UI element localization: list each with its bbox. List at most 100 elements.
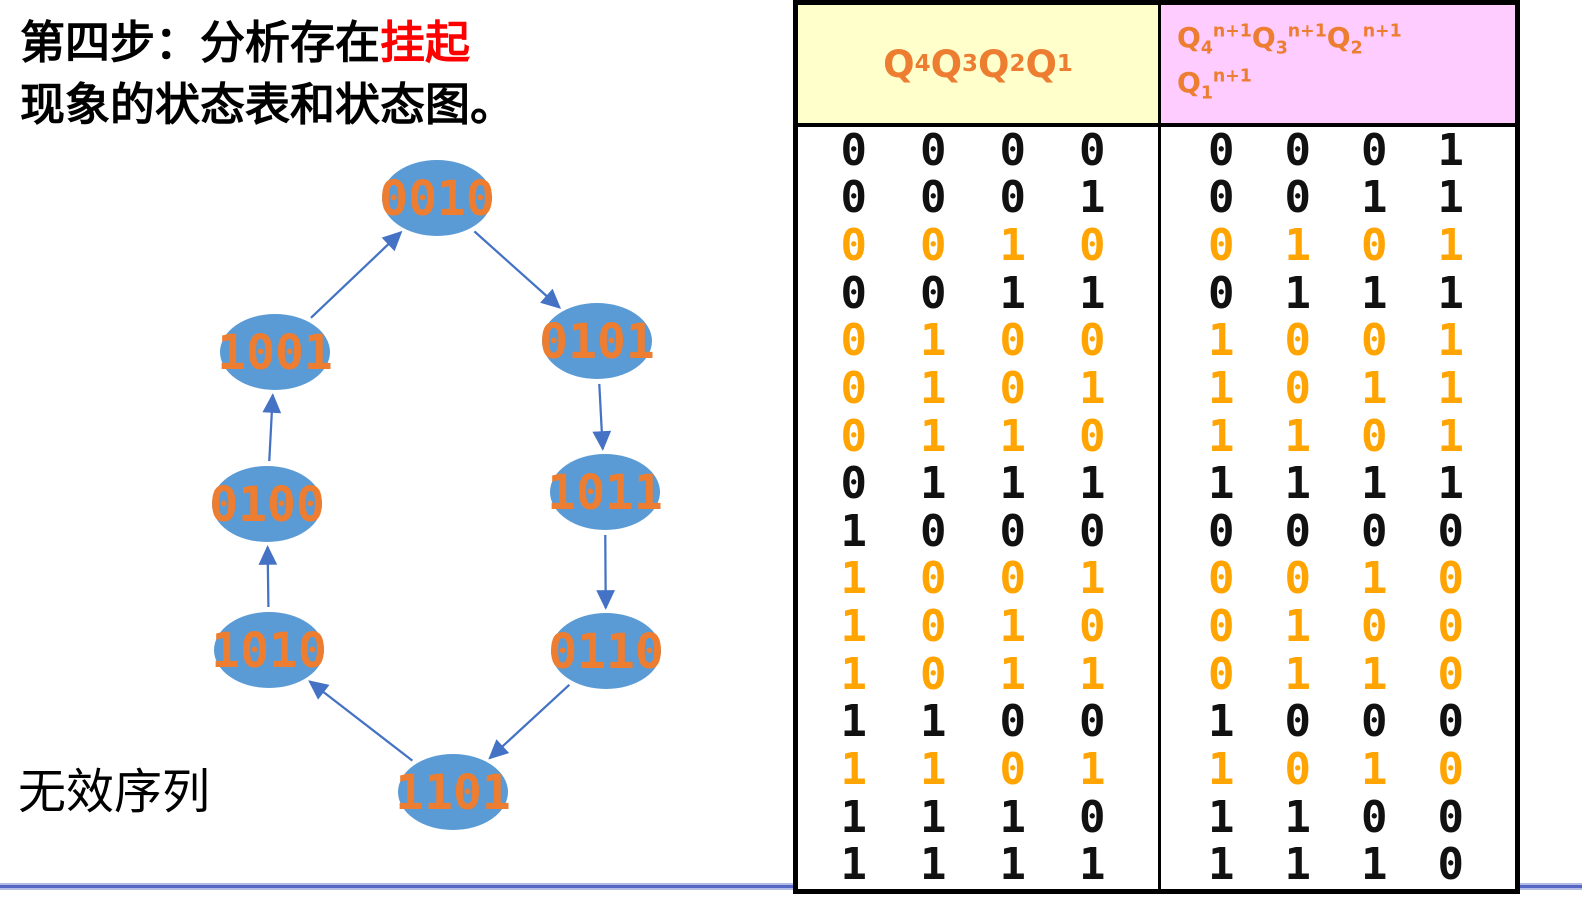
state-bit: 0 [920,267,947,319]
state-node-ellipse [220,314,330,390]
state-node-label: 1011 [547,465,663,521]
state-bit: 1 [840,696,868,748]
transition-arrow-0101-to-1011 [592,383,612,451]
state-bit: 0 [840,458,868,510]
state-bit: 0 [1361,124,1388,176]
state-bit: 1 [840,601,868,653]
state-bit: 1 [1437,267,1465,319]
title-line1: 第四步：分析存在挂起 [20,12,780,74]
state-bit: 0 [1284,505,1312,557]
state-bit: 0 [1079,124,1106,176]
state-bit: 1 [1361,172,1388,224]
state-bit: 1 [1284,458,1312,510]
state-node-ellipse [382,160,492,236]
state-node-label: 0101 [539,314,655,370]
state-bit: 1 [1437,362,1465,414]
state-node-label: 0110 [548,624,664,680]
state-bit: 1 [840,648,868,700]
state-bit: 0 [1079,220,1106,272]
state-node-ellipse [551,613,661,689]
state-node-0100: 0100 [209,466,325,542]
invalid-sequence-label: 无效序列 [18,766,211,819]
state-bit: 1 [920,839,947,891]
state-node-1001: 1001 [217,314,333,390]
state-bit: 1 [1208,410,1235,462]
state-bit: 0 [1208,172,1235,224]
state-bit: 1 [1361,267,1388,319]
state-bit: 0 [1208,220,1235,272]
state-bit: 0 [920,220,947,272]
state-bit: 0 [840,220,868,272]
state-bit: 1 [1437,410,1465,462]
state-bit: 0 [920,553,947,605]
state-bit: 0 [1361,601,1388,653]
state-bit: 0 [840,315,868,367]
state-bit: 0 [999,124,1027,176]
state-bit: 0 [1208,553,1235,605]
state-node-label: 1101 [395,765,511,821]
state-bit: 0 [1284,553,1312,605]
state-bit: 1 [1208,362,1235,414]
state-bit: 0 [1437,505,1465,557]
state-node-label: 0100 [209,477,325,533]
state-bit: 1 [920,458,947,510]
state-bit: 0 [840,362,868,414]
state-bit: 1 [1079,553,1106,605]
transition-arrow-1101-to-1010 [308,680,414,762]
state-node-1101: 1101 [395,754,511,830]
state-bit: 1 [999,648,1027,700]
state-bit: 0 [1208,505,1235,557]
state-bit: 1 [920,696,947,748]
state-bit: 1 [1437,315,1465,367]
state-node-0101: 0101 [539,303,655,379]
state-node-1010: 1010 [211,612,327,688]
state-bit: 1 [1284,410,1312,462]
state-nodes: 0010 1001 0101 0100 1011 1010 0110 1101 [209,160,664,830]
title-highlight: 挂起 [380,17,471,68]
state-bit: 0 [1437,696,1465,748]
state-bit: 1 [1284,791,1312,843]
state-bit: 1 [1361,362,1388,414]
state-bit: 1 [1361,553,1388,605]
state-bit: 0 [1284,315,1312,367]
state-bit: 0 [1361,791,1388,843]
state-bit: 1 [1079,743,1106,795]
state-bit: 0 [999,362,1027,414]
state-bit: 0 [1437,601,1465,653]
state-bit: 1 [1079,267,1106,319]
state-node-0010: 0010 [379,160,495,236]
state-node-label: 1001 [217,325,333,381]
transition-arrows [258,230,615,762]
state-bit: 0 [840,124,868,176]
state-bit: 1 [1437,220,1465,272]
